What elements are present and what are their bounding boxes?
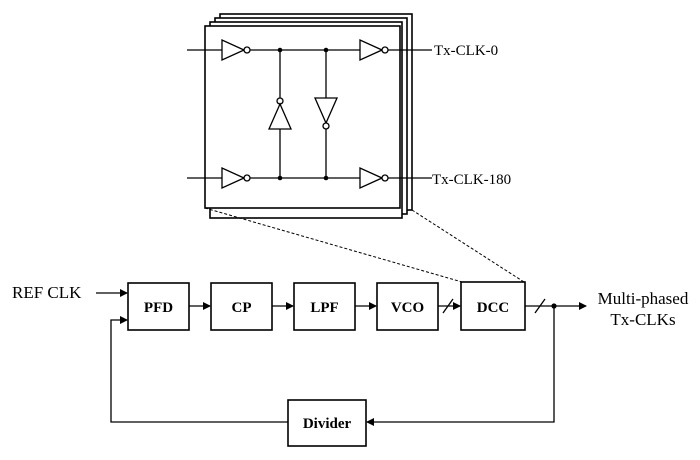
tx-clk-0-label: Tx-CLK-0 bbox=[434, 43, 498, 59]
dcc-detail: Tx-CLK-0 Tx-CLK-180 bbox=[187, 13, 511, 219]
inverter-top-left-bubble bbox=[243, 46, 251, 54]
output-label-line2: Tx-CLKs bbox=[610, 310, 675, 329]
cp-label: CP bbox=[232, 300, 252, 316]
tx-clk-180-label: Tx-CLK-180 bbox=[432, 172, 511, 188]
vco-block: VCO bbox=[376, 282, 439, 331]
divider-block: Divider bbox=[287, 399, 367, 447]
divider-label: Divider bbox=[303, 416, 352, 432]
vco-box bbox=[376, 282, 439, 331]
inverter-bottom-left-bubble bbox=[243, 174, 251, 182]
dcc-block: DCC bbox=[460, 281, 526, 331]
zoom-line-right bbox=[411, 209, 525, 283]
inverter-cross-down-bubble bbox=[322, 122, 330, 130]
cp-box bbox=[210, 282, 273, 331]
output-label-line1: Multi-phased bbox=[598, 289, 689, 308]
inverter-bottom-left bbox=[221, 166, 246, 190]
inverter-bottom-right bbox=[359, 166, 384, 190]
vco-dcc-bus-slash bbox=[442, 298, 454, 314]
ref-clk-label: REF CLK bbox=[12, 283, 82, 302]
cp-block: CP bbox=[210, 282, 273, 331]
lpf-block: LPF bbox=[293, 282, 356, 331]
dcc-label: DCC bbox=[477, 300, 510, 316]
vco-label: VCO bbox=[391, 300, 424, 316]
zoom-line-left bbox=[204, 207, 463, 283]
divider-box bbox=[287, 399, 367, 447]
dcc-box bbox=[460, 281, 526, 331]
pfd-label: PFD bbox=[144, 300, 173, 316]
feedback-to-divider-arrow bbox=[366, 306, 555, 426]
lpf-label: LPF bbox=[310, 300, 338, 316]
pfd-block: PFD bbox=[127, 282, 190, 331]
inverter-bottom-right-bubble bbox=[381, 174, 389, 182]
divider-to-pfd-arrow bbox=[110, 316, 288, 423]
inverter-top-left bbox=[221, 38, 246, 62]
dcc-output-bus-slash bbox=[534, 298, 546, 314]
inverter-cross-down bbox=[314, 97, 338, 125]
inverter-top-right-bubble bbox=[381, 46, 389, 54]
inverter-top-right bbox=[359, 38, 384, 62]
